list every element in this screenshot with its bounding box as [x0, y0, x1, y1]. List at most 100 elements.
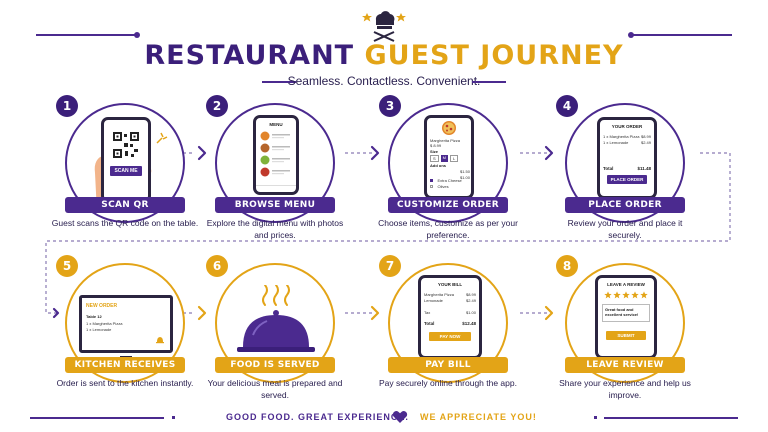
- cloche-icon: [237, 285, 315, 352]
- item-price: $ 8.99: [430, 143, 442, 148]
- size-option[interactable]: S: [430, 155, 439, 162]
- checkbox-checked[interactable]: [430, 179, 433, 182]
- bill-item-price: $8.99: [465, 292, 476, 297]
- addon-name: Olives: [437, 184, 449, 189]
- addon-row[interactable]: Extra Cheese $1.50: [430, 169, 470, 187]
- step-label: CUSTOMIZE ORDER: [388, 197, 508, 213]
- step-description: Share your experience and help us improv…: [559, 378, 691, 400]
- table-number: Table 12: [86, 314, 102, 319]
- phone-mockup: LEAVE A REVIEW Great food and excellent …: [595, 275, 657, 359]
- header: RESTAURANT GUEST JOURNEY Seamless. Conta…: [0, 0, 768, 92]
- addon-price: $1.50: [459, 169, 470, 174]
- item-name: Margherita Pizza: [430, 138, 461, 143]
- step-number: 1: [56, 95, 78, 117]
- step-number: 6: [206, 255, 228, 277]
- decorative-dot: [172, 416, 175, 419]
- step-description: Pay securely online through the app.: [379, 378, 517, 388]
- review-text-box[interactable]: Great food and excellent service!: [602, 304, 650, 322]
- addons-label: Add ons: [430, 163, 446, 168]
- step-label: KITCHEN RECEIVES: [65, 357, 185, 373]
- bill-item: Lemonade: [424, 298, 443, 303]
- menu-title: MENU: [269, 122, 283, 127]
- page-subtitle: Seamless. Contactless. Convenient.: [287, 74, 481, 88]
- pay-now-button[interactable]: PAY NOW: [429, 332, 471, 341]
- kitchen-screen-title: NEW ORDER: [86, 303, 118, 309]
- star-icon[interactable]: [631, 291, 639, 299]
- decorative-line: [604, 417, 738, 419]
- step-description: Order is sent to the kitchen instantly.: [56, 378, 194, 388]
- total-value: $11.48: [637, 166, 651, 171]
- step-number: 4: [556, 95, 578, 117]
- phone-mockup: MENU: [253, 115, 299, 195]
- bill-item-price: $2.49: [465, 298, 476, 303]
- size-selector[interactable]: S M L: [430, 155, 459, 162]
- footer-tagline-right: WE APPRECIATE YOU!: [420, 412, 537, 422]
- decorative-line: [30, 417, 164, 419]
- step-description: Your delicious meal is prepared and serv…: [207, 378, 343, 400]
- place-order-button[interactable]: PLACE ORDER: [607, 175, 647, 184]
- tax-value: $1.00: [465, 310, 476, 315]
- order-item: 1 x Margherita Pizza: [603, 134, 640, 139]
- phone-mockup: Margherita Pizza $ 8.99 Size S M L Add o…: [424, 115, 474, 199]
- decorative-dot: [134, 32, 140, 38]
- review-text: Great food and excellent service!: [605, 307, 639, 317]
- kitchen-item: 1 x Lemonade: [86, 327, 112, 332]
- subtitle-line: [262, 81, 296, 83]
- pizza-icon: [442, 121, 456, 135]
- submit-button[interactable]: SUBMIT: [606, 331, 646, 340]
- star-icon[interactable]: [640, 291, 648, 299]
- size-option-selected[interactable]: M: [440, 155, 449, 162]
- title-part-2: GUEST JOURNEY: [364, 40, 624, 71]
- monitor-icon: NEW ORDER Table 12 1 x Margherita Pizza …: [79, 295, 173, 353]
- bill-title: YOUR BILL: [437, 282, 463, 287]
- tax-label: Tax: [424, 310, 431, 315]
- total-label: Total: [424, 321, 435, 326]
- scan-signal-icon: [156, 132, 168, 144]
- step-number: 2: [206, 95, 228, 117]
- checkbox[interactable]: [430, 185, 433, 188]
- page-title: RESTAURANT GUEST JOURNEY: [0, 40, 768, 71]
- kitchen-item: 1 x Margherita Pizza: [86, 321, 123, 326]
- decorative-line: [632, 34, 732, 36]
- step-number: 5: [56, 255, 78, 277]
- star-icon[interactable]: [613, 291, 621, 299]
- title-part-1: RESTAURANT: [144, 40, 355, 71]
- step-label: PAY BILL: [388, 357, 508, 373]
- decorative-dot: [594, 416, 597, 419]
- star-icon[interactable]: [604, 291, 612, 299]
- total-value: $12.48: [462, 321, 476, 326]
- heart-icon: [392, 410, 408, 423]
- step-number: 3: [379, 95, 401, 117]
- order-item-price: $8.99: [640, 134, 651, 139]
- bill-item: Margherita Pizza: [424, 292, 455, 297]
- size-label: Size: [430, 149, 439, 154]
- phone-mockup: YOUR BILL Margherita Pizza $8.99 Lemonad…: [418, 275, 482, 359]
- decorative-line: [36, 34, 136, 36]
- step-number: 8: [556, 255, 578, 277]
- step-label: FOOD IS SERVED: [215, 357, 335, 373]
- star-icon[interactable]: [622, 291, 630, 299]
- star-rating[interactable]: [604, 291, 648, 300]
- bell-icon: [156, 337, 164, 344]
- decorative-dot: [628, 32, 634, 38]
- step-label: PLACE ORDER: [565, 197, 685, 213]
- step-label: LEAVE REVIEW: [565, 357, 685, 373]
- scan-me-label: SCAN ME: [110, 166, 142, 176]
- step-label: BROWSE MENU: [215, 197, 335, 213]
- size-option[interactable]: L: [450, 155, 459, 162]
- step-description: Explore the digital menu with photos and…: [206, 218, 344, 240]
- dish-icon: [260, 131, 290, 177]
- review-title: LEAVE A REVIEW: [607, 282, 645, 287]
- order-title: YOUR ORDER: [611, 124, 643, 129]
- step-description: Review your order and place it securely.: [567, 218, 683, 240]
- addon-price: $1.00: [459, 175, 470, 180]
- step-description: Guest scans the QR code on the table.: [51, 218, 199, 228]
- footer-tagline-left: GOOD FOOD. GREAT EXPERIENCE.: [226, 412, 409, 422]
- addon-name: Extra Cheese: [437, 178, 462, 183]
- step-label: SCAN QR: [65, 197, 185, 213]
- step-description: Choose items, customize as per your pref…: [378, 218, 518, 240]
- phone-mockup: SCAN ME: [101, 117, 151, 203]
- addon-row[interactable]: Olives $1.00: [430, 175, 470, 193]
- phone-nav-bar: [256, 185, 296, 192]
- order-item: 1 x Lemonade: [603, 140, 629, 145]
